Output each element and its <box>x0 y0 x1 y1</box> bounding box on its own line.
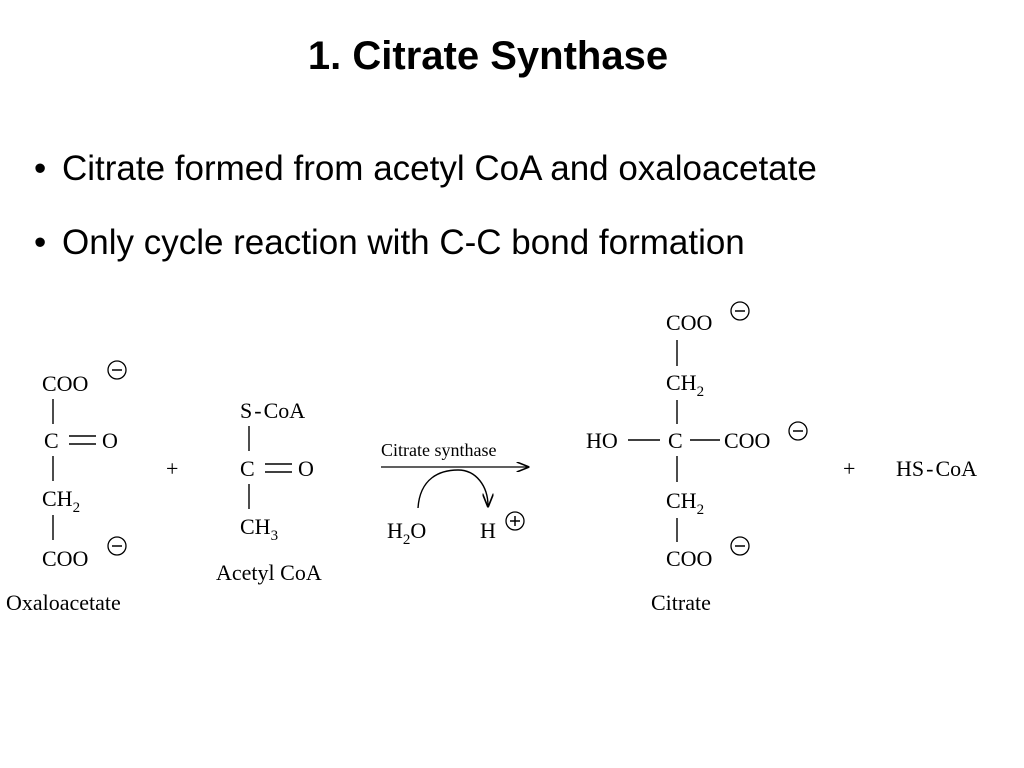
bullet-item: • Citrate formed from acetyl CoA and oxal… <box>34 146 817 220</box>
citrate-structure: COO CH2 HO C COO CH2 COO Citrate <box>586 301 808 615</box>
oxaloacetate-label: Oxaloacetate <box>6 590 121 615</box>
negative-charge-icon <box>107 360 127 380</box>
reaction-scheme: COO C O CH2 COO Oxaloacetate + S-CoA C O… <box>6 301 977 615</box>
positive-charge-icon <box>505 511 525 531</box>
bullet-dot: • <box>34 149 47 188</box>
acetyl-coa-carbonyl-c: C <box>240 456 255 481</box>
acetyl-coa-label: Acetyl CoA <box>216 560 322 585</box>
citrate-upper-ch2: CH2 <box>666 370 704 400</box>
plus-sign: + <box>166 456 178 481</box>
coenzyme-a-product: HS-CoA <box>896 456 977 481</box>
acetyl-coa-thioester: S-CoA <box>240 398 305 423</box>
bullet-dot: • <box>34 223 47 262</box>
acetyl-coa-structure: S-CoA C O CH3 Acetyl CoA <box>216 398 322 585</box>
enzyme-label: Citrate synthase <box>381 440 496 460</box>
oxaloacetate-ch2: CH2 <box>42 486 80 516</box>
citrate-label: Citrate <box>651 590 711 615</box>
bullet-text: Citrate formed from acetyl CoA and oxalo… <box>62 149 817 188</box>
oxaloacetate-structure: COO C O CH2 COO Oxaloacetate <box>6 360 127 615</box>
negative-charge-icon <box>107 536 127 556</box>
acetyl-coa-carbonyl-o: O <box>298 456 314 481</box>
citrate-right-coo: COO <box>724 428 770 453</box>
bullet-item: • Only cycle reaction with C-C bond forma… <box>34 220 817 294</box>
slide-title: 1. Citrate Synthase <box>307 34 669 78</box>
proton-label: H <box>480 518 496 543</box>
citrate-center-c: C <box>668 428 683 453</box>
water-label: H2O <box>387 518 426 548</box>
citrate-bottom-coo: COO <box>666 546 712 571</box>
citrate-hydroxyl: HO <box>586 428 618 453</box>
oxaloacetate-top-coo: COO <box>42 371 88 396</box>
negative-charge-icon <box>788 421 808 441</box>
citrate-lower-ch2: CH2 <box>666 488 704 518</box>
bullet-text: Only cycle reaction with C-C bond format… <box>62 223 745 262</box>
plus-sign: + <box>843 456 855 481</box>
negative-charge-icon <box>730 301 750 321</box>
oxaloacetate-bottom-coo: COO <box>42 546 88 571</box>
acetyl-coa-ch3: CH3 <box>240 514 278 544</box>
oxaloacetate-carbonyl-c: C <box>44 428 59 453</box>
bullet-list: • Citrate formed from acetyl CoA and oxal… <box>34 146 817 294</box>
reaction-arrow: Citrate synthase H2O H <box>381 440 528 548</box>
citrate-top-coo: COO <box>666 310 712 335</box>
curved-arrow-icon <box>417 469 488 509</box>
negative-charge-icon <box>730 536 750 556</box>
oxaloacetate-carbonyl-o: O <box>102 428 118 453</box>
